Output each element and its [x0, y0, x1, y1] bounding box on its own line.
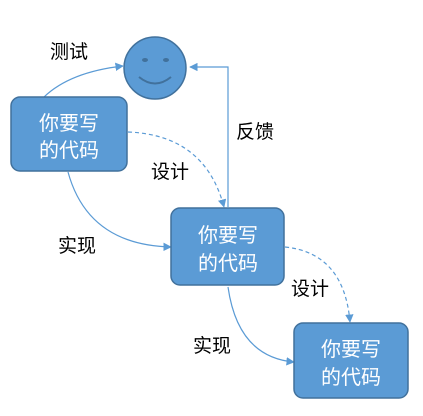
- code-box-3: 你要写 的代码: [293, 322, 409, 399]
- code-box-3-line2: 的代码: [321, 365, 381, 389]
- code-box-1: 你要写 的代码: [10, 96, 128, 172]
- edge-test: [43, 62, 124, 98]
- code-box-2-line1: 你要写: [198, 223, 258, 247]
- code-box-3-line1: 你要写: [321, 337, 381, 361]
- edge-design-1: [127, 131, 227, 208]
- label-design-2: 设计: [291, 278, 329, 300]
- code-box-1-line2: 的代码: [39, 138, 99, 162]
- edge-implement-2: [227, 286, 295, 366]
- edge-design-2: [284, 246, 354, 323]
- label-implement-2: 实现: [193, 335, 231, 357]
- label-design-1: 设计: [151, 161, 189, 183]
- label-test: 测试: [50, 41, 88, 63]
- label-implement-1: 实现: [58, 235, 96, 257]
- edge-implement-1: [67, 171, 172, 252]
- code-box-1-line1: 你要写: [39, 111, 99, 135]
- label-feedback: 反馈: [236, 121, 274, 143]
- code-box-2-line2: 的代码: [198, 251, 258, 275]
- smiley-face-icon: [123, 36, 187, 100]
- code-box-2: 你要写 的代码: [170, 207, 285, 286]
- edge-feedback: [189, 62, 229, 207]
